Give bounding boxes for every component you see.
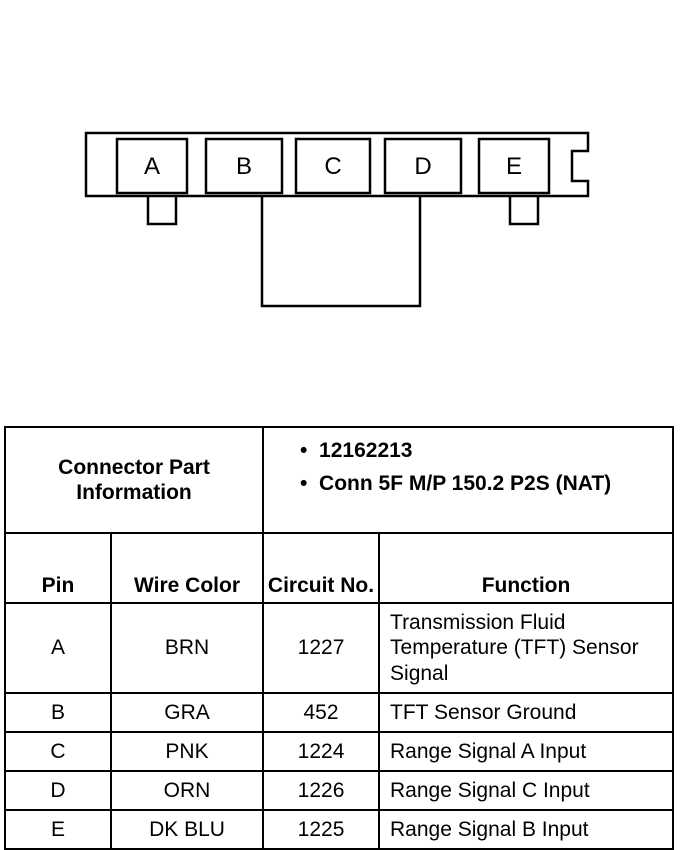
pin-cavity-d (383, 137, 463, 195)
header-circuit: Circuit No. (262, 532, 381, 604)
cell-function: Range Signal A Input (378, 731, 675, 772)
header-wire-color: Wire Color (109, 532, 265, 604)
table-row: C PNK 1224 Range Signal A Input (4, 731, 675, 772)
table-row: A BRN 1227 Transmission Fluid Temperatur… (4, 602, 675, 694)
pin-label-a: A (144, 153, 160, 180)
cell-pin: B (4, 692, 112, 733)
cell-pin: D (4, 770, 112, 811)
cell-wire-color: PNK (109, 731, 265, 772)
pin-label-b: B (236, 153, 252, 180)
cell-pin: A (4, 602, 112, 694)
cell-circuit: 1226 (262, 770, 381, 811)
cell-wire-color: GRA (109, 692, 265, 733)
column-header-row: Pin Wire Color Circuit No. Function (4, 532, 675, 604)
part-info-row: Connector Part Information • 12162213 • … (3, 426, 675, 534)
part-info-item: • Conn 5F M/P 150.2 P2S (NAT) (300, 472, 612, 496)
cell-circuit: 452 (262, 692, 381, 733)
header-function: Function (378, 532, 675, 604)
part-info-list: • 12162213 • Conn 5F M/P 150.2 P2S (NAT) (262, 426, 675, 534)
part-info-item: • 12162213 (300, 439, 413, 462)
cell-circuit: 1224 (262, 731, 381, 772)
cell-pin: E (4, 809, 112, 850)
connector-key-shroud (260, 196, 422, 308)
cell-wire-color: ORN (109, 770, 265, 811)
pin-label-d: D (414, 153, 431, 180)
pin-cavity-a (115, 137, 189, 195)
lock-tab-right (508, 196, 540, 226)
table-row: D ORN 1226 Range Signal C Input (4, 770, 675, 811)
pin-label-c: C (324, 153, 341, 180)
cell-function: Range Signal C Input (378, 770, 675, 811)
cell-circuit: 1227 (262, 602, 381, 694)
connector-pinout-table: Connector Part Information • 12162213 • … (3, 426, 675, 850)
table-row: E DK BLU 1225 Range Signal B Input (4, 809, 675, 850)
part-info-label: Connector Part Information (3, 426, 265, 534)
cell-function: Range Signal B Input (378, 809, 675, 850)
pin-label-e: E (506, 153, 522, 180)
connector-body-outline (84, 131, 590, 198)
lock-tab-left (146, 196, 178, 226)
cell-function: TFT Sensor Ground (378, 692, 675, 733)
cell-wire-color: BRN (109, 602, 265, 694)
cell-circuit: 1225 (262, 809, 381, 850)
cell-pin: C (4, 731, 112, 772)
table-row: B GRA 452 TFT Sensor Ground (4, 692, 675, 733)
connector-face-diagram: A B C D E (84, 131, 590, 308)
pin-cavity-b (204, 137, 284, 195)
pin-cavity-c (294, 137, 372, 195)
cell-function: Transmission Fluid Temperature (TFT) Sen… (378, 602, 675, 694)
pin-cavity-e (477, 137, 551, 195)
cell-wire-color: DK BLU (109, 809, 265, 850)
header-pin: Pin (4, 532, 112, 604)
